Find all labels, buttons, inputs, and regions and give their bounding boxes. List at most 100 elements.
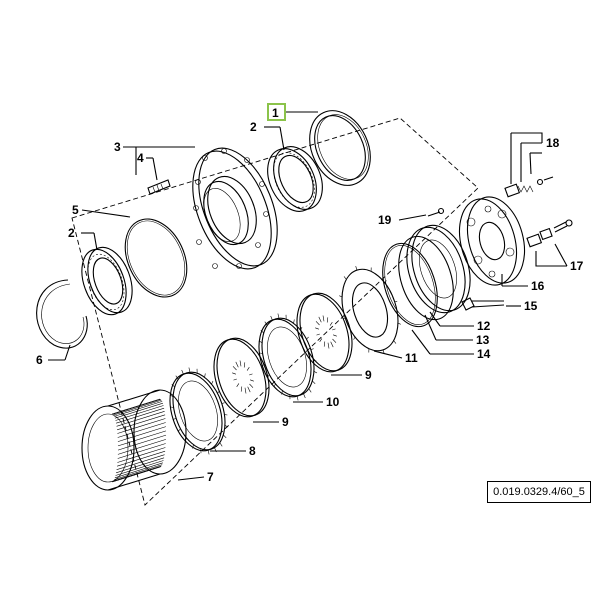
tooth-mark [270,315,273,321]
tooth-mark [207,449,210,455]
tooth-mark [204,373,206,378]
tooth-mark [342,317,346,320]
spline-line [117,414,166,431]
part-10-clutch-disc[interactable] [250,312,323,404]
tooth-mark [293,319,295,324]
part-9-steel-plate-upper[interactable] [288,287,361,379]
callout-12[interactable]: 12 [477,319,491,333]
tooth-mark [175,375,179,380]
tooth-mark [184,437,187,442]
part-9-steel-plate-lower[interactable] [205,332,278,424]
tooth-mark [247,386,251,393]
tooth-mark [181,369,184,375]
spline-line [114,402,163,419]
part-5-o-ring[interactable] [113,209,198,307]
callout-1-highlight [267,103,286,121]
tooth-mark [246,367,250,371]
callout-9-upper[interactable]: 9 [365,368,372,382]
callout-6[interactable]: 6 [36,353,43,367]
part-1-seal-ring[interactable] [298,101,382,195]
part-7-drum[interactable] [81,389,187,491]
tooth-mark [313,371,318,374]
callout-10[interactable]: 10 [326,395,340,409]
part-3-hub-housing[interactable] [177,137,292,280]
part-11-spring-plate[interactable] [332,262,407,358]
tooth-mark [232,366,237,371]
callout-3[interactable]: 3 [114,140,121,154]
spline-line [117,422,166,438]
spline-line [116,411,165,427]
tooth-mark [273,383,276,388]
part-16-cover[interactable] [451,191,534,292]
callout-4[interactable]: 4 [137,151,144,165]
tooth-mark [260,329,264,334]
tooth-mark [332,328,336,331]
tooth-mark [233,378,237,381]
part-8-clutch-disc[interactable] [161,366,234,458]
tooth-mark [267,374,270,378]
tooth-mark [211,380,214,385]
spline-line [117,447,166,463]
callout-13[interactable]: 13 [476,333,490,347]
tooth-mark [243,362,246,368]
part-2-bearing-lower[interactable] [74,241,141,321]
callout-19[interactable]: 19 [378,213,392,227]
part-19-screw[interactable] [427,207,445,217]
tooth-mark [236,383,240,387]
part-17-fittings[interactable] [526,219,573,248]
tooth-mark [326,317,329,323]
tooth-mark [316,333,320,336]
callout-14[interactable]: 14 [477,347,491,361]
part-14-outer-seal[interactable] [373,236,447,333]
spline-line [117,450,166,467]
tooth-mark [397,322,401,325]
spline-line [113,465,162,482]
plate-11-lugs [339,266,401,354]
disc-10-outer-teeth [258,313,318,401]
callout-2-lower[interactable]: 2 [68,226,75,240]
spline-line [116,407,165,424]
tooth-mark [312,380,316,385]
callout-11[interactable]: 11 [405,351,418,365]
callout-18[interactable]: 18 [546,136,560,150]
tooth-mark [239,360,242,367]
callout-15[interactable]: 15 [524,299,538,313]
drum-internal-teeth [111,398,167,483]
leader-lines [48,111,568,481]
callout-16[interactable]: 16 [531,279,545,293]
part-2-bearing-upper[interactable] [258,139,332,219]
part-15-bolt[interactable] [461,297,505,311]
plate-9-upper-inner-teeth [315,315,337,349]
callout-5[interactable]: 5 [72,203,79,217]
tooth-mark [315,327,320,330]
tooth-mark [240,386,243,392]
callout-17[interactable]: 17 [570,259,584,273]
spline-line [111,466,161,483]
callout-7[interactable]: 7 [207,470,214,484]
part-12-piston[interactable] [397,218,481,320]
tooth-mark [262,364,266,366]
part-4-stud[interactable] [147,179,171,195]
spline-line [114,464,163,480]
callout-2-upper[interactable]: 2 [250,120,257,134]
plate-9-inner-teeth [232,360,254,394]
tooth-mark [323,341,326,347]
callout-8[interactable]: 8 [249,444,256,458]
spline-line [112,399,161,415]
callout-1[interactable]: 1 [272,106,279,120]
part-18-spring-plunger[interactable] [504,176,554,198]
spline-line [114,462,163,479]
part-6-snap-ring[interactable] [36,279,88,349]
tooth-mark [322,315,325,322]
spline-line [117,430,167,447]
part-13-inner-seal[interactable] [389,229,463,326]
spline-line [115,405,164,421]
tooth-mark [171,383,175,388]
spline-line [114,401,163,417]
spline-line [116,454,165,470]
tooth-mark [281,390,283,395]
tooth-mark [258,340,263,343]
tooth-mark [178,428,181,432]
callout-9-lower[interactable]: 9 [282,415,289,429]
tooth-mark [249,383,254,388]
